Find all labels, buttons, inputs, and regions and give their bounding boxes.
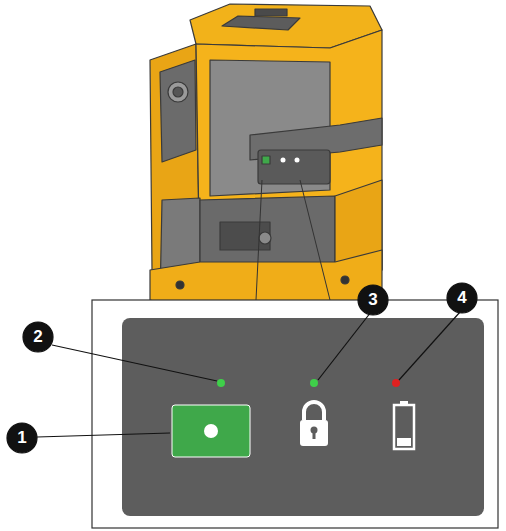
callout-markers [7,283,477,453]
callout-number: 3 [358,285,388,315]
lock-led [310,379,318,387]
control-panel [122,318,484,516]
inset-frame [92,300,498,528]
battery-icon [394,401,414,449]
lock-icon [300,402,328,446]
laser-level-body [150,4,382,312]
callout-number: 4 [447,283,477,313]
callout-number: 2 [23,322,53,352]
zoom-line [256,180,262,300]
battery-led [392,379,400,387]
button-dot [204,424,218,438]
callout-number: 1 [7,423,37,453]
power-led [217,379,225,387]
power-button [172,405,250,457]
zoom-line [300,180,330,300]
